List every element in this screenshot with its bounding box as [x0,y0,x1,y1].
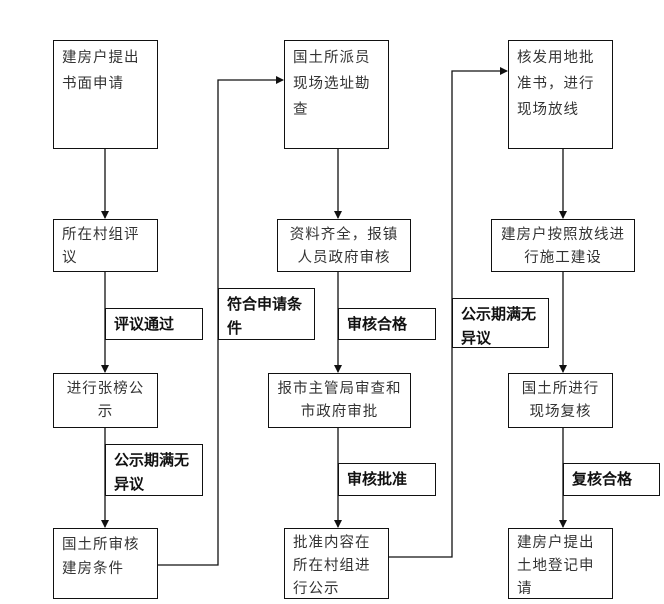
step-issue-permit: 核发用地批准书，进行现场放线 [508,40,613,149]
label-review-approved: 审核批准 [338,463,436,496]
step-site-survey: 国土所派员现场选址勘查 [284,40,389,149]
label-recheck-qualified: 复核合格 [563,463,660,496]
label-meets-requirements: 符合申请条件 [218,288,315,340]
label-notice-no-objection: 公示期满无异议 [105,444,203,496]
step-land-registration: 建房户提出土地登记申请 [508,528,613,599]
step-submit-application: 建房户提出书面申请 [53,40,158,149]
step-construction: 建房户按照放线进行施工建设 [491,219,635,272]
step-village-review: 所在村组评议 [53,219,158,272]
label-notice-no-objection-2: 公示期满无异议 [452,298,549,348]
step-approval-notice: 批准内容在所在村组进行公示 [284,528,389,599]
step-town-review: 资料齐全，报镇人员政府审核 [277,219,411,272]
step-public-notice: 进行张榜公示 [53,373,158,428]
step-city-approval: 报市主管局审查和市政府审批 [268,373,411,428]
step-land-office-review: 国土所审核建房条件 [53,528,158,599]
label-review-qualified: 审核合格 [338,308,436,340]
step-recheck: 国土所进行现场复核 [508,373,613,428]
label-review-passed: 评议通过 [105,308,203,340]
